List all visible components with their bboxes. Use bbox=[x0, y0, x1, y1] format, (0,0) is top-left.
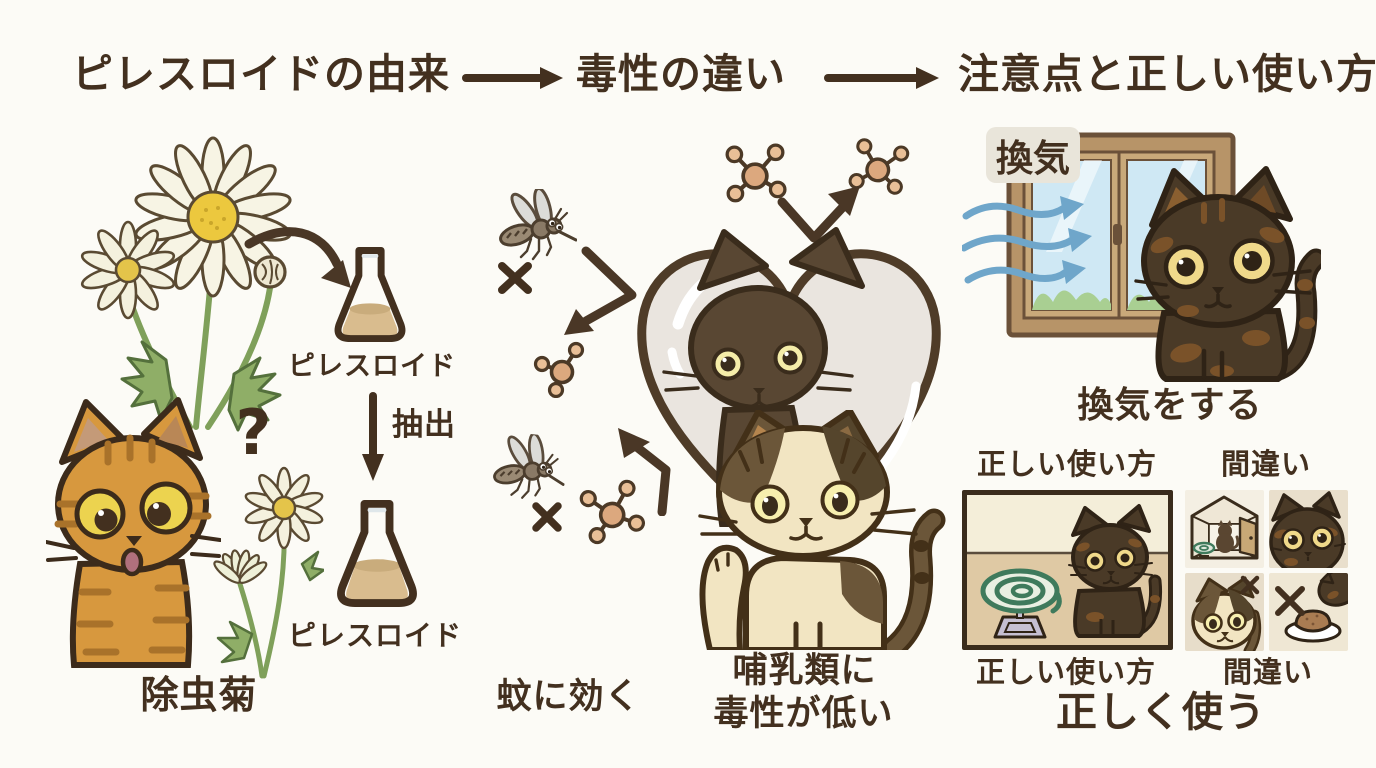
x-mark-icon bbox=[1240, 575, 1260, 595]
origin-caption: 除虫菊 bbox=[140, 673, 258, 717]
wrong-usage-label-bottom: 間違い bbox=[1222, 655, 1313, 689]
wrong-example-cat-closeup bbox=[1269, 490, 1348, 568]
daisy-flower-small bbox=[80, 220, 176, 320]
mosquito-icon bbox=[493, 432, 565, 499]
molecule-icon bbox=[533, 341, 585, 398]
correct-usage-label-bottom: 正しい使い方 bbox=[975, 655, 1156, 689]
flower-bud bbox=[253, 255, 287, 289]
flask2-label: ピレスロイド bbox=[287, 619, 462, 652]
deflect-arrow-icon bbox=[618, 428, 671, 516]
molecule-icon bbox=[579, 479, 646, 545]
wrong-example-eating-coil bbox=[1269, 573, 1348, 651]
toxicity-mosquito-caption: 蚊に効く bbox=[496, 677, 641, 717]
molecule-icon bbox=[848, 138, 910, 195]
extract-label: 抽出 bbox=[392, 407, 456, 443]
mosquito-coil-icon bbox=[980, 568, 1062, 639]
usage-caption: 正しく使う bbox=[1056, 688, 1266, 736]
wrong-usage-label-top: 間違い bbox=[1220, 447, 1311, 481]
curved-arrow-icon bbox=[244, 227, 351, 288]
molecule-icon bbox=[725, 143, 787, 203]
cat-silhouette bbox=[1216, 520, 1240, 553]
tortoiseshell-cat-illustration bbox=[1134, 166, 1321, 382]
step1-title: ピレスロイドの由来 bbox=[72, 50, 450, 98]
calico-cat-illustration bbox=[698, 410, 946, 650]
x-mark-icon bbox=[1275, 586, 1305, 616]
toxicity-mammal-caption-line2: 毒性が低い bbox=[713, 694, 894, 734]
x-mark-icon bbox=[498, 262, 532, 294]
ventilation-badge: 換気 bbox=[986, 127, 1080, 183]
ventilation-caption: 換気をする bbox=[1077, 385, 1263, 426]
flow-arrow-icon bbox=[824, 67, 939, 89]
flask-icon bbox=[334, 247, 406, 343]
question-mark: ? bbox=[235, 396, 273, 469]
chrysanthemum-plant-illustration bbox=[80, 136, 292, 432]
step2-title: 毒性の違い bbox=[576, 50, 786, 98]
wrong-example-calico-cat bbox=[1185, 573, 1264, 651]
mosquito-icon bbox=[499, 189, 577, 261]
orange-cat-illustration bbox=[46, 397, 221, 668]
toxicity-mammal-caption-line1: 哺乳類に bbox=[732, 651, 877, 691]
flow-arrow-icon bbox=[462, 67, 563, 89]
daisy-flower bbox=[134, 136, 292, 298]
coil-and-cat-scene bbox=[967, 495, 1168, 645]
deflect-arrow-icon bbox=[777, 186, 860, 243]
correct-usage-panel bbox=[962, 490, 1173, 650]
flask1-label: ピレスロイド bbox=[288, 351, 456, 382]
x-mark-icon bbox=[532, 502, 562, 532]
flask-icon bbox=[337, 499, 417, 608]
deflect-arrow-icon bbox=[564, 246, 637, 335]
small-tortoiseshell-cat bbox=[1068, 504, 1163, 638]
extract-arrow-icon bbox=[362, 392, 384, 481]
wind-arrows-icon bbox=[962, 196, 1092, 284]
wrong-example-closed-room bbox=[1185, 490, 1264, 568]
small-flowers-illustration bbox=[213, 466, 324, 679]
correct-usage-label-top: 正しい使い方 bbox=[976, 447, 1157, 481]
step3-title: 注意点と正しい使い方 bbox=[958, 50, 1376, 98]
